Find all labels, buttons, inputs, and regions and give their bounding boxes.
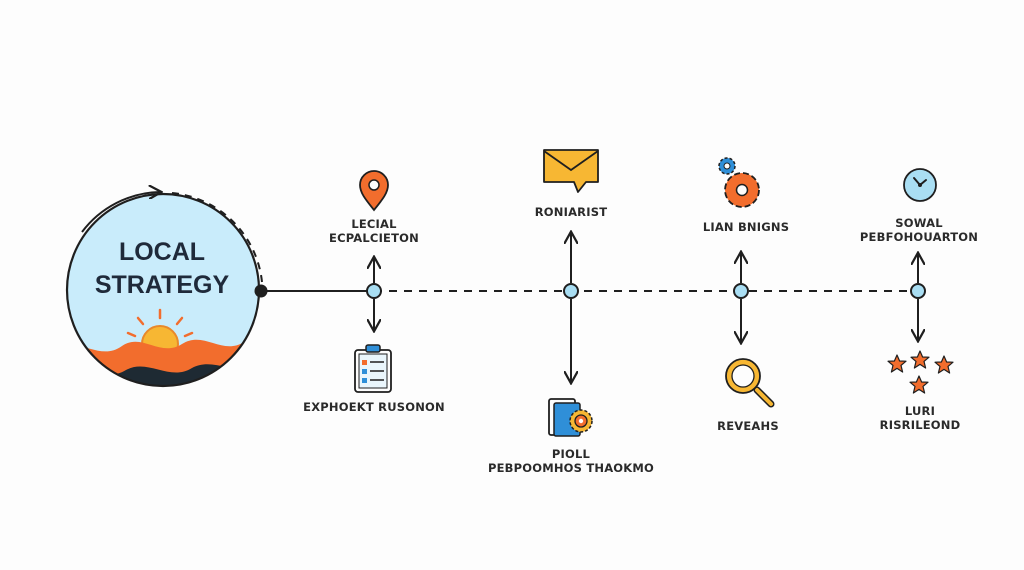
node-2 — [543, 149, 599, 437]
map-pin-icon — [359, 170, 389, 212]
node-4-top-label: SOWAL PEBFOHOUARTON — [860, 216, 978, 244]
node-4-bottom-label-line-1: LURI — [904, 404, 936, 418]
node-1-top-label-line-2: ECPALCIETON — [329, 231, 419, 245]
node-1-top-label-line-1: LECIAL — [351, 217, 397, 231]
node-2-bottom-label: PIOLL PEBPOOMHOS THAOKMO — [488, 447, 654, 475]
node-4-bottom-label-line-2: RISRILEOND — [879, 418, 961, 432]
orbit-arc — [81, 192, 263, 283]
hub-title: LOCAL STRATEGY — [62, 236, 262, 302]
node-1-bottom-label-line-1: EXPHOEKT RUSONON — [303, 400, 445, 414]
node-2-bottom-label-line-1: PIOLL — [551, 447, 591, 461]
node-4-top-label-line-1: SOWAL — [895, 216, 943, 230]
timeline — [254, 284, 918, 298]
node-2-bottom-label-line-2: PEBPOOMHOS THAOKMO — [487, 461, 655, 475]
timeline-start-dot — [254, 284, 268, 298]
node-1-dot — [366, 283, 382, 299]
document-gear-icon — [548, 398, 593, 437]
node-3-bottom-label: REVEAHS — [717, 419, 779, 433]
gears-icon — [718, 157, 760, 208]
node-4-bottom-label: LURI RISRILEOND — [880, 404, 961, 432]
node-4-top-label-line-2: PEBFOHOUARTON — [859, 230, 979, 244]
node-1-bottom-label: EXPHOEKT RUSONON — [303, 400, 445, 414]
node-1-top-label: LECIAL ECPALCIETON — [329, 217, 419, 245]
node-3 — [718, 157, 775, 408]
clock-icon — [903, 168, 937, 202]
node-4 — [887, 168, 954, 394]
node-2-top-label-line-1: RONIARIST — [534, 205, 608, 219]
magnifier-icon — [725, 358, 775, 408]
hub-title-line-2: STRATEGY — [94, 271, 230, 299]
node-2-dot — [563, 283, 579, 299]
node-3-top-label-line-1: LIAN BNIGNS — [702, 220, 790, 234]
envelope-icon — [543, 149, 599, 193]
node-3-dot — [733, 283, 749, 299]
node-3-bottom-label-line-1: REVEAHS — [717, 419, 779, 433]
node-3-top-label: LIAN BNIGNS — [703, 220, 789, 234]
node-2-top-label: RONIARIST — [535, 205, 608, 219]
stars-icon — [887, 350, 954, 394]
hub-title-line-1: LOCAL — [118, 238, 206, 266]
node-4-dot — [910, 283, 926, 299]
node-1 — [354, 170, 392, 393]
clipboard-checklist-icon — [354, 344, 392, 393]
